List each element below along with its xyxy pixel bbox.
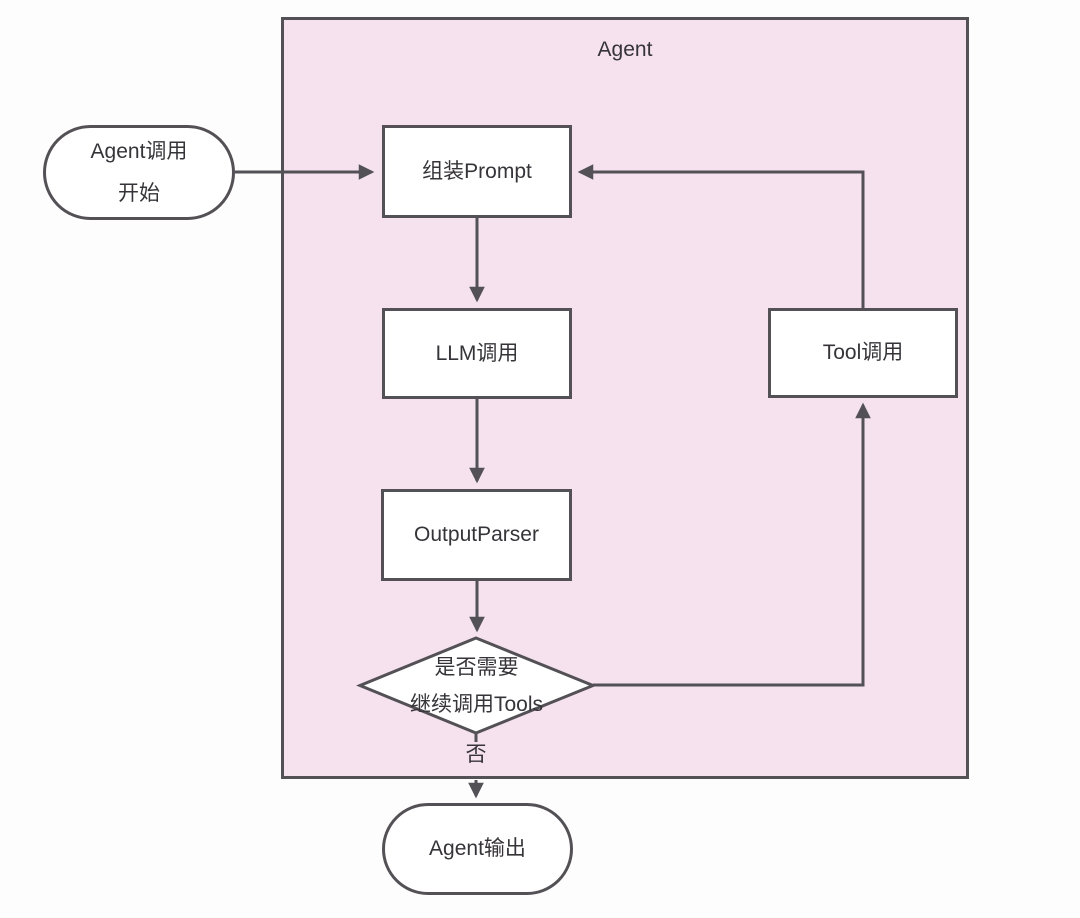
node-output-parser: OutputParser (381, 489, 572, 581)
node-decision-label: 是否需要 继续调用Tools (360, 638, 593, 733)
node-llm-call-label: LLM调用 (435, 341, 519, 365)
node-agent-output-label: Agent输出 (429, 837, 526, 860)
agent-container-title: Agent (597, 38, 653, 61)
node-tool-call: Tool调用 (768, 308, 958, 398)
node-agent-start: Agent调用 开始 (43, 125, 235, 220)
node-agent-start-label-line2: 开始 (118, 181, 160, 205)
node-tool-call-label: Tool调用 (822, 341, 904, 364)
node-agent-output: Agent输出 (382, 803, 573, 895)
node-llm-call: LLM调用 (382, 308, 572, 399)
node-assemble-prompt: 组装Prompt (382, 125, 572, 218)
node-agent-start-label-line1: Agent调用 (90, 139, 188, 163)
node-decision-label-line2: 继续调用Tools (409, 692, 544, 716)
node-decision-label-line1: 是否需要 (434, 655, 519, 679)
node-assemble-prompt-label: 组装Prompt (422, 159, 532, 183)
node-output-parser-label: OutputParser (414, 523, 539, 546)
edge-label-no: 否 (465, 743, 487, 766)
